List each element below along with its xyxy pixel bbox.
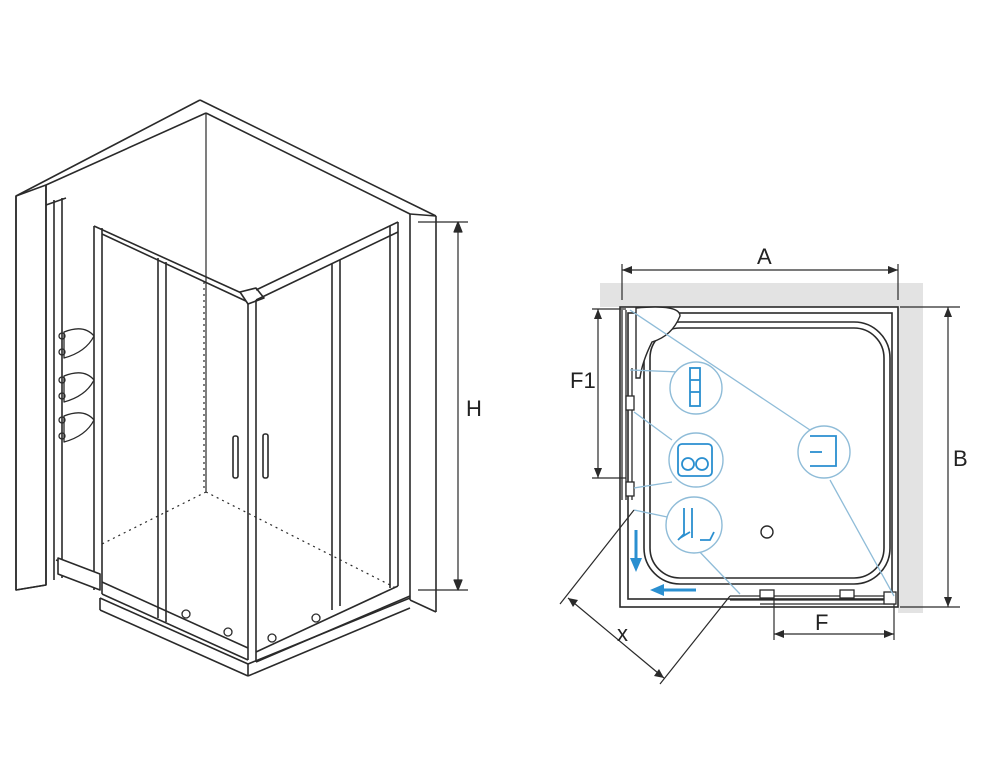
entry-f1-dimension <box>592 308 626 479</box>
floor-outline <box>99 282 397 589</box>
shower-fixture-icon <box>635 306 681 379</box>
wall-hooks <box>58 328 95 443</box>
entry-f-dimension <box>773 600 895 640</box>
bottom-rollers <box>181 609 321 643</box>
roller-icon <box>668 432 724 488</box>
right-wall <box>409 213 437 613</box>
callout-lines <box>629 309 895 597</box>
depth-label: B <box>953 446 968 471</box>
slide-arrow-icon <box>630 530 696 596</box>
entry-f1-label: F1 <box>570 368 596 393</box>
front-right-panel <box>255 221 411 663</box>
corner-post <box>239 287 265 662</box>
diagonal-x-label: x <box>617 621 628 646</box>
front-left-panel <box>93 225 249 661</box>
left-fixed-panel <box>45 197 67 580</box>
plan-walls <box>600 283 923 613</box>
door-handles <box>232 433 269 479</box>
shower-tray <box>55 557 411 677</box>
entry-f-label: F <box>815 610 828 635</box>
corner-profile-icon <box>797 425 851 479</box>
plan-doors <box>621 310 897 605</box>
diagonal-dimension <box>559 509 731 685</box>
guide-profile-icon <box>665 496 723 554</box>
plan-tray <box>619 306 899 608</box>
door-seal-icon <box>669 361 723 415</box>
plan-view <box>559 264 960 685</box>
drain-icon <box>760 525 774 539</box>
left-wall <box>15 99 207 591</box>
height-label: H <box>466 396 482 421</box>
depth-dimension <box>900 306 960 608</box>
height-dimension <box>418 221 468 591</box>
width-label: A <box>757 244 772 269</box>
isometric-view <box>15 99 468 677</box>
back-wall <box>199 99 437 492</box>
width-dimension <box>621 264 899 300</box>
